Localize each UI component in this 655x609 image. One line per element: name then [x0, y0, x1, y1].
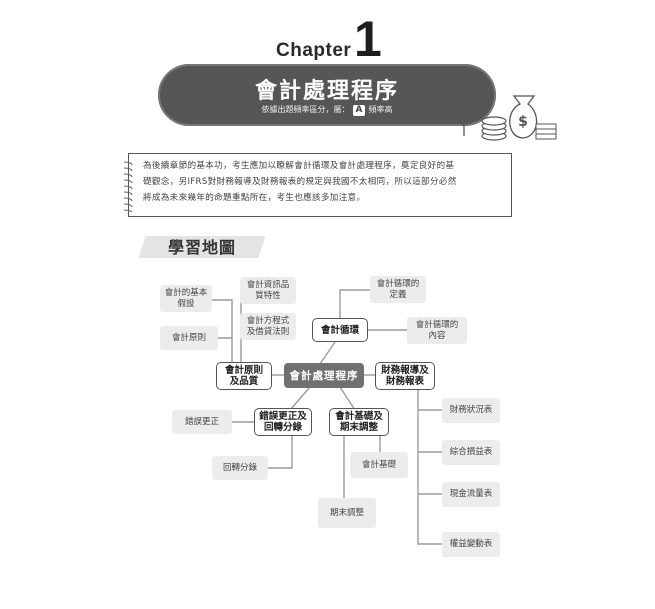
svg-text:$: $: [518, 114, 528, 130]
sub-node-cycle-content: 會計循環的 內容: [407, 317, 467, 344]
intro-line: 將成為未來幾年的命題重點所在，考生也應該多加注意。: [143, 193, 366, 203]
sub-node-cycle-definition: 會計循環的 定義: [370, 276, 426, 303]
cash-stack-icon: [535, 123, 557, 140]
intro-line: 礎觀念，另IFRS對財務報導及財務報表的規定與我國不太相同，所以這部分必然: [143, 177, 457, 187]
chapter-title: 會計處理程序: [254, 79, 399, 104]
sub-node-info-quality: 會計資訊品 質特性: [240, 277, 296, 304]
coin-stack-icon: [481, 116, 507, 141]
frequency-suffix: 頻率高: [368, 105, 393, 114]
main-node-cycle: 會計循環: [312, 318, 368, 342]
sprout-icon: [455, 111, 477, 136]
intro-text: 為後續章節的基本功，考生應加以瞭解會計循環及會計處理程序，奠定良好的基 礎觀念，…: [143, 158, 503, 206]
chapter-number: 1: [354, 11, 382, 67]
sub-node-balance-sheet: 財務狀況表: [442, 398, 500, 423]
main-node-basis: 會計基礎及 期末調整: [329, 408, 389, 436]
intro-box: 為後續章節的基本功，考生應加以瞭解會計循環及會計處理程序，奠定良好的基 礎觀念，…: [123, 153, 512, 217]
sub-node-cash-flow: 現金流量表: [442, 482, 500, 507]
main-node-reporting: 財務報導及 財務報表: [375, 362, 435, 390]
sub-node-period-end-adjustment: 期末調整: [318, 498, 376, 528]
sub-node-basic-assumptions: 會計的基本 假設: [160, 285, 212, 312]
sub-node-comprehensive-income: 綜合損益表: [442, 440, 500, 465]
main-node-errors: 錯誤更正及 回轉分錄: [254, 408, 312, 436]
connector-principles-left: [212, 299, 233, 362]
frequency-prefix: 依據出題頻率區分，屬：: [261, 105, 350, 114]
chapter-word: Chapter: [276, 40, 352, 61]
connector-reporting-list: [417, 390, 442, 545]
sub-node-equity-changes: 權益變動表: [442, 532, 500, 557]
money-illustration: $: [455, 95, 557, 141]
intro-line: 為後續章節的基本功，考生應加以瞭解會計循環及會計處理程序，奠定良好的基: [143, 161, 455, 171]
connector-center-errors: [289, 386, 311, 411]
sub-node-accounting-basis: 會計基礎: [350, 452, 408, 478]
frequency-grade-badge: A: [352, 105, 366, 116]
connector-cycle-definition: [339, 289, 370, 318]
sub-node-accounting-principles: 會計原則: [160, 326, 218, 350]
sub-node-error-correction: 錯誤更正: [172, 410, 232, 434]
main-node-principles: 會計原則 及品質: [216, 362, 272, 390]
connector-center-basis: [339, 386, 356, 411]
center-node: 會計處理程序: [284, 363, 364, 388]
connector-center-cycle: [319, 341, 336, 365]
money-bag-icon: $: [509, 95, 538, 139]
connector-errors-reversing: [268, 436, 293, 469]
sub-node-equation: 會計方程式 及借貸法則: [240, 313, 296, 340]
spiral-binding-icon: [123, 161, 133, 212]
map-heading: 學習地圖: [168, 238, 237, 257]
sub-node-reversing-entries: 回轉分錄: [212, 456, 268, 480]
